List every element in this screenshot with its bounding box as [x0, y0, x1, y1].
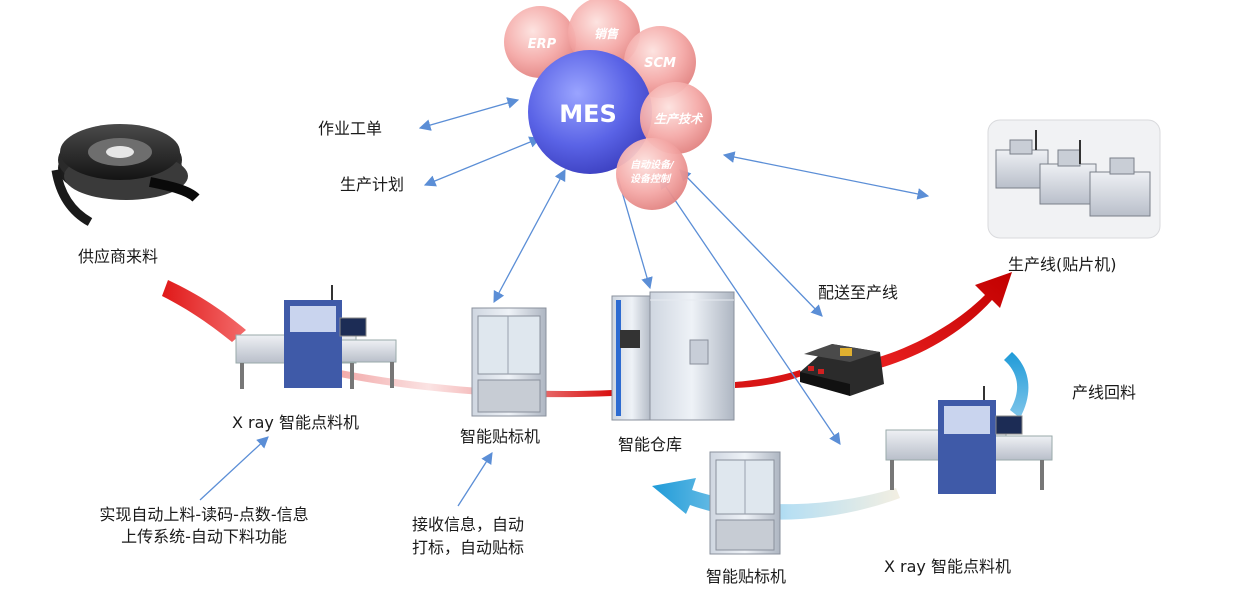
label-labeler-description-2: 打标，自动贴标 [412, 538, 525, 557]
satellite-production-tech [640, 82, 712, 154]
connector-work-order [418, 97, 520, 131]
xray-counter-image-2 [885, 386, 1053, 494]
satellite-scm-text: SCM [644, 56, 676, 71]
mes-core [528, 50, 652, 174]
label-work-order: 作业工单 [318, 119, 383, 138]
flow-arrow-to-production-line [876, 272, 1012, 368]
connector-mes-production-line [722, 151, 930, 200]
label-warehouse: 智能仓库 [618, 435, 683, 454]
connector-mes-warehouse [617, 177, 653, 290]
labeler-image-2 [709, 451, 781, 555]
label-production-plan: 生产计划 [340, 175, 405, 194]
feeder-device-image [800, 344, 884, 396]
xray-counter-image-1 [235, 285, 397, 389]
mes-cluster: ERP 销售 SCM MES 生产技术 自动设备/ 设备控制 [504, 0, 712, 210]
satellite-automation [616, 138, 688, 210]
label-xray-description: 实现自动上料-读码-点数-信息上传系统-自动下料功能 [99, 505, 309, 546]
mes-core-text: MES [559, 100, 617, 128]
satellite-automation-text-1: 自动设备/ [630, 159, 675, 171]
label-xray-counter-1: X ray 智能点料机 [232, 413, 359, 432]
flow-arrow-line-return-right [1004, 352, 1029, 418]
label-xray-counter-2: X ray 智能点料机 [884, 557, 1011, 576]
warehouse-image [611, 291, 735, 421]
label-supplier-material: 供应商来料 [78, 247, 159, 266]
connector-mes-xray2 [659, 177, 841, 445]
satellite-sales-text: 销售 [594, 27, 620, 41]
satellite-erp-text: ERP [528, 37, 557, 52]
label-deliver-to-line: 配送至产线 [818, 283, 899, 302]
satellite-production-tech-text: 生产技术 [654, 112, 704, 126]
connector-mes-labeler [493, 168, 566, 304]
label-labeler-1: 智能贴标机 [460, 427, 541, 446]
label-labeler-2: 智能贴标机 [706, 567, 787, 586]
connector-xray-desc [199, 436, 269, 501]
connector-labeler-desc [457, 452, 493, 507]
label-labeler-description-1: 接收信息，自动 [412, 515, 525, 534]
connector-production-plan [423, 136, 542, 187]
flow-arrow-supplier-to-xray [162, 280, 246, 342]
supplier-reel-image [51, 124, 200, 226]
satellite-automation-text-2: 设备控制 [630, 173, 672, 185]
production-line-image [987, 119, 1161, 239]
labeler-image-1 [471, 307, 547, 417]
flow-line-xray-to-warehouse [330, 368, 612, 398]
label-production-line: 生产线(贴片机) [1008, 255, 1117, 274]
label-line-return: 产线回料 [1072, 383, 1137, 402]
